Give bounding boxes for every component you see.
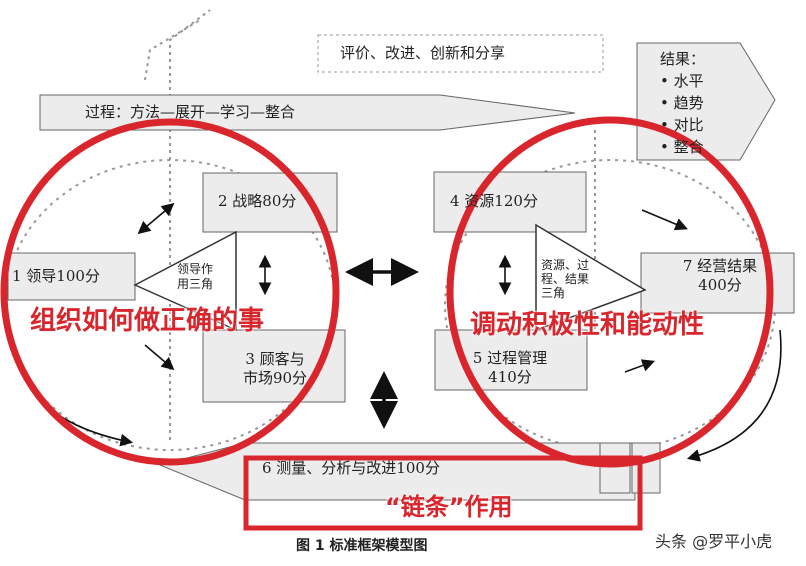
watermark: 头条 @罗平小虎 — [655, 532, 773, 551]
box-leadership-label: 1 领导100分 — [12, 267, 100, 285]
top-note-box — [317, 34, 604, 73]
box-customer-label: 3 顾客与市场90分 — [215, 350, 335, 388]
line: 5 过程管理 — [472, 349, 548, 367]
feedback-dashed-line — [144, 9, 211, 440]
results-triangle — [535, 223, 647, 332]
results-triangle-label: 资源、过程、结果三角 — [541, 258, 589, 300]
arrow — [624, 359, 656, 373]
results-item: • 水平 — [660, 72, 704, 90]
results-list: 结果： • 水平 • 趋势 • 对比 • 整合 — [660, 48, 705, 158]
line: 市场90分 — [242, 369, 308, 387]
line: 3 顾客与 — [245, 350, 305, 368]
process-label: 过程：方法—展开—学习—整合 — [85, 103, 296, 121]
box-resources — [433, 171, 587, 233]
box-leadership — [7, 252, 136, 301]
leadership-triangle — [133, 230, 237, 332]
top-note: 评价、改进、创新和分享 — [340, 44, 506, 62]
annotation-right: 调动积极性和能动性 — [470, 310, 705, 340]
box-resources-label: 4 资源120分 — [450, 192, 538, 210]
line: 400分 — [698, 276, 742, 294]
small-box — [631, 442, 661, 494]
annotation-left: 组织如何做正确的事 — [30, 306, 265, 336]
results-item: • 整合 — [660, 138, 704, 156]
line: 资源、过 — [541, 258, 590, 272]
chain-red-rect — [243, 455, 643, 531]
feedback-arrow-right — [686, 329, 782, 462]
annotation-chain: “链条”作用 — [385, 493, 513, 521]
results-item: • 趋势 — [660, 94, 704, 112]
figure-caption: 图 1 标准框架模型图 — [296, 538, 428, 554]
arrow — [137, 202, 175, 235]
line: 用三角 — [177, 277, 214, 291]
right-red-circle — [446, 116, 774, 468]
box-measurement-label: 6 测量、分析与改进100分 — [262, 459, 440, 477]
results-pentagon — [636, 42, 776, 161]
line: 三角 — [541, 286, 566, 300]
leadership-triangle-label: 领导作用三角 — [177, 262, 213, 292]
results-title: 结果： — [660, 50, 706, 68]
box-strategy-label: 2 战略80分 — [218, 192, 297, 210]
arrow — [144, 344, 175, 371]
small-box — [599, 442, 631, 494]
line: 程、结果 — [541, 272, 590, 286]
line: 7 经营结果 — [682, 257, 758, 275]
results-item: • 对比 — [660, 116, 704, 134]
line: 410分 — [488, 368, 532, 386]
left-red-circle — [0, 118, 340, 466]
arrow — [641, 209, 688, 231]
line: 领导作 — [177, 262, 214, 276]
